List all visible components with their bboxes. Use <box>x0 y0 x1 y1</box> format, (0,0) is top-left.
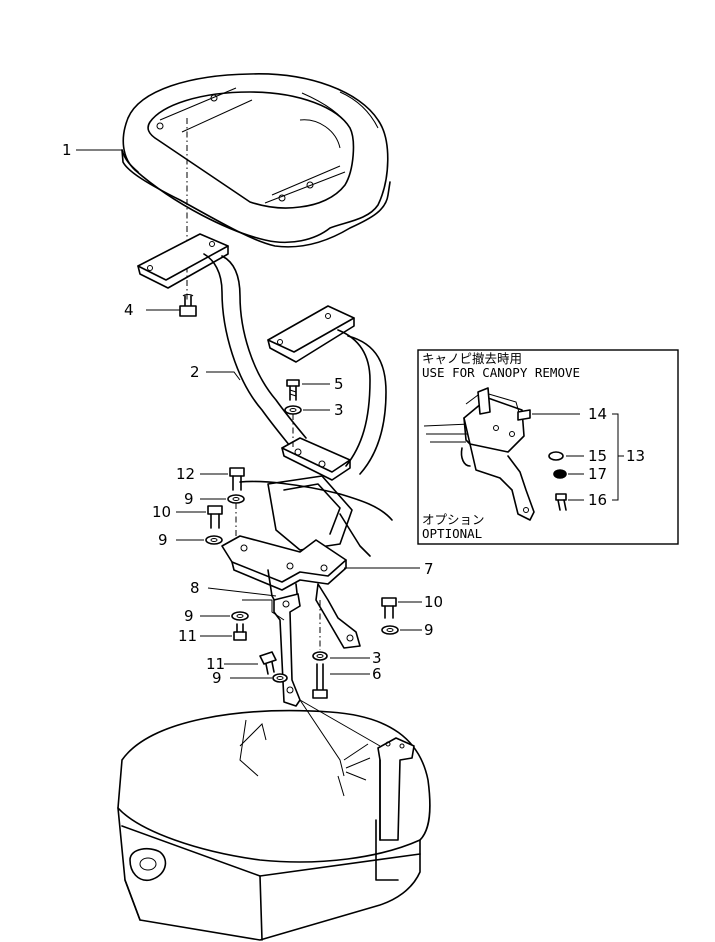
bolt-11-b <box>259 651 277 675</box>
inset-title-jp: キャノピ撤去時用 <box>422 351 522 366</box>
callout-10-left: 10 <box>152 503 171 521</box>
callout-4: 4 <box>124 301 134 319</box>
callout-2: 2 <box>190 363 200 381</box>
callout-9-a: 9 <box>184 490 194 508</box>
stay-8 <box>273 593 301 707</box>
bolt-11-a <box>233 623 247 641</box>
callout-13: 13 <box>626 447 645 465</box>
callout-11-b: 11 <box>206 655 225 673</box>
bracket-7 <box>221 475 393 649</box>
callout-3-lower: 3 <box>372 649 382 667</box>
bolt-10-right <box>381 597 397 619</box>
callout-10-right: 10 <box>424 593 443 611</box>
washer-9-c <box>231 611 249 621</box>
callout-11-a: 11 <box>178 627 197 645</box>
washer-9-e <box>381 625 399 635</box>
seat-cushion <box>121 73 391 248</box>
callout-8: 8 <box>190 579 200 597</box>
callout-15: 15 <box>588 447 607 465</box>
inset-title-en: USE FOR CANOPY REMOVE <box>422 365 580 380</box>
washer-9-a <box>227 494 245 504</box>
base-mount <box>117 699 431 941</box>
bolt-12 <box>229 467 245 491</box>
callout-14: 14 <box>588 405 607 423</box>
callout-16: 16 <box>588 491 607 509</box>
inset-canopy-remove <box>417 349 679 545</box>
callout-9-d: 9 <box>212 669 222 687</box>
bolt-6 <box>312 663 328 699</box>
washer-3-upper <box>284 405 302 415</box>
callout-5: 5 <box>334 375 344 393</box>
callout-6: 6 <box>372 665 382 683</box>
callout-17: 17 <box>588 465 607 483</box>
bolt-4 <box>179 294 197 317</box>
seat-frame <box>137 233 387 481</box>
inset-footer-jp: オプション <box>422 512 485 527</box>
callout-9-e: 9 <box>424 621 434 639</box>
callout-9-b: 9 <box>158 531 168 549</box>
inset-footer-en: OPTIONAL <box>422 526 482 541</box>
washer-3-lower <box>312 651 328 661</box>
washer-9-b <box>205 535 223 545</box>
callout-7: 7 <box>424 560 434 578</box>
callout-9-c: 9 <box>184 607 194 625</box>
washer-9-d <box>272 673 288 683</box>
bolt-5 <box>286 379 300 401</box>
callout-1: 1 <box>62 141 72 159</box>
bolt-10-left <box>207 505 223 529</box>
callout-3-upper: 3 <box>334 401 344 419</box>
callout-12: 12 <box>176 465 195 483</box>
